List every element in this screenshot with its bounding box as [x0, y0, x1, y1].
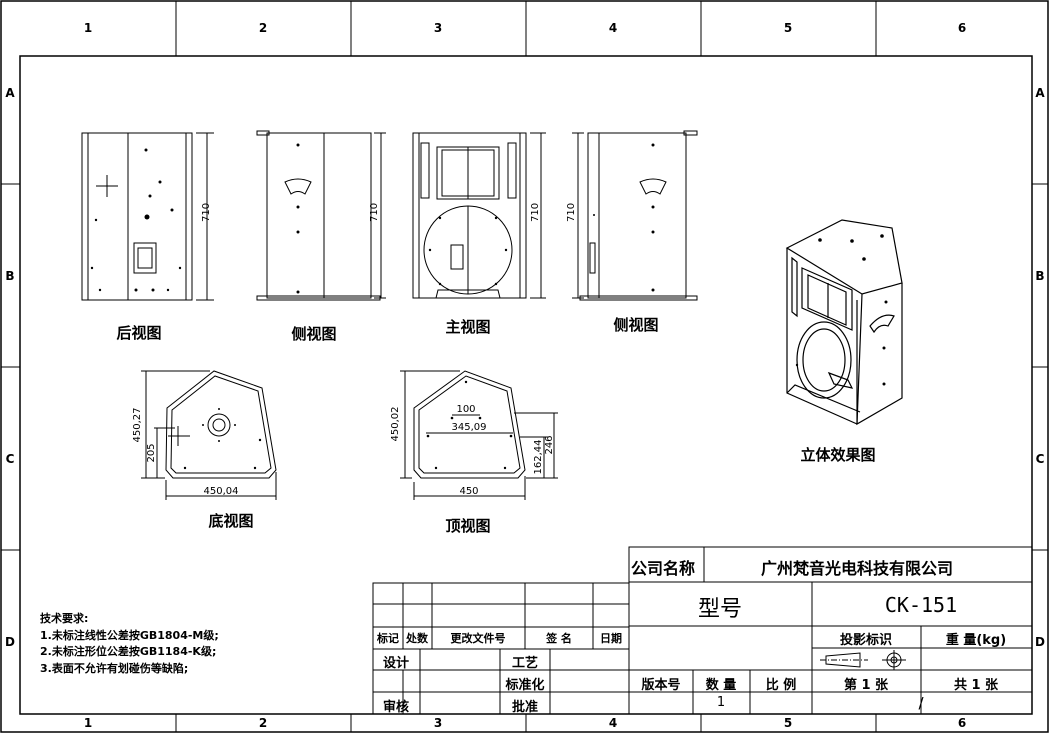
approve-label: 批准 [511, 700, 539, 715]
rear-height-dim: 710 [201, 203, 212, 222]
note-item: 2.未标注形位公差按GB1184-K级; [40, 645, 217, 658]
isometric-view-label: 立体效果图 [800, 446, 876, 464]
grid-col-5-bottom: 5 [783, 716, 793, 730]
review-label: 审核 [382, 700, 410, 715]
bottom-view [141, 370, 277, 500]
grid-col-5-top: 5 [783, 21, 793, 35]
side-left-height-dim: 710 [369, 203, 380, 222]
sheet-number: 第 1 张 [843, 678, 889, 693]
side-view-right-label: 侧视图 [613, 316, 659, 334]
grid-row-b-left: B [5, 269, 15, 283]
grid-col-6-bottom: 6 [957, 716, 967, 730]
grid-row-a-right: A [1035, 86, 1045, 100]
grid-col-6-top: 6 [957, 21, 967, 35]
grid-col-3-top: 3 [433, 21, 443, 35]
note-item: 1.未标注线性公差按GB1804-M级; [40, 628, 219, 642]
grid-col-1-bottom: 1 [83, 716, 93, 730]
grid-col-4-top: 4 [608, 21, 618, 35]
front-height-dim: 710 [530, 203, 541, 222]
title-block-lines [372, 546, 1033, 715]
technical-notes: 技术要求: 1.未标注线性公差按GB1804-M级; 2.未标注形位公差按GB1… [40, 611, 219, 677]
grid-row-d-right: D [1035, 635, 1045, 649]
grid-col-1-top: 1 [83, 21, 93, 35]
company-name: 广州梵音光电科技有限公司 [760, 559, 954, 578]
standardize-label: 标准化 [505, 678, 545, 693]
side-view-left [256, 130, 386, 301]
grid-row-b-right: B [1035, 269, 1045, 283]
top-view-label: 顶视图 [445, 517, 491, 535]
top-span-dim: 345,09 [452, 422, 487, 433]
side-view-left-label: 侧视图 [291, 325, 337, 343]
notes-title: 技术要求: [40, 612, 89, 625]
quantity-value: 1 [716, 695, 726, 710]
top-depth-dim: 450,02 [390, 407, 401, 442]
grid-col-4-bottom: 4 [608, 716, 618, 730]
grid-row-c-left: C [5, 452, 15, 466]
scale-value: / [918, 694, 924, 712]
model-label: 型号 [697, 597, 743, 622]
note-item: 3.表面不允许有划碰伤等缺陷; [40, 661, 189, 675]
isometric-view [785, 219, 903, 426]
projection-symbol-icon [820, 650, 906, 670]
quantity-label: 数 量 [705, 678, 737, 693]
top-view [400, 370, 558, 500]
top-hole-spacing-dim: 100 [456, 404, 475, 415]
bottom-depth-dim: 450,27 [132, 408, 143, 443]
scale-label: 比 例 [765, 678, 797, 693]
top-offset-a-dim: 162,44 [533, 440, 544, 475]
version-label: 版本号 [641, 678, 681, 693]
rev-header-document: 更改文件号 [450, 632, 506, 645]
rev-header-mark: 标记 [377, 632, 399, 645]
bottom-inner-dim: 205 [146, 443, 157, 462]
model-value: CK-151 [884, 593, 958, 617]
rev-header-date: 日期 [600, 632, 622, 645]
side-right-height-dim: 710 [566, 203, 577, 222]
grid-row-a-left: A [5, 86, 15, 100]
sheet-total: 共 1 张 [953, 678, 999, 693]
grid-col-2-top: 2 [258, 21, 268, 35]
grid-col-3-bottom: 3 [433, 716, 443, 730]
grid-col-2-bottom: 2 [258, 716, 268, 730]
front-view [412, 132, 546, 299]
rev-header-signature: 签 名 [546, 632, 572, 645]
side-view-right [572, 130, 698, 301]
grid-row-d-left: D [5, 635, 15, 649]
top-offset-b-dim: 246 [544, 435, 555, 454]
top-width-dim: 450 [459, 486, 478, 497]
rear-view-label: 后视图 [116, 324, 162, 342]
process-label: 工艺 [511, 656, 539, 671]
rev-header-count: 处数 [406, 632, 428, 645]
front-view-label: 主视图 [445, 318, 491, 336]
projection-label: 投影标识 [839, 633, 893, 648]
grid-row-c-right: C [1035, 452, 1045, 466]
bottom-width-dim: 450,04 [204, 486, 239, 497]
rear-view [81, 132, 214, 301]
design-label: 设计 [382, 656, 410, 671]
weight-label: 重 量(kg) [945, 633, 1007, 648]
company-label: 公司名称 [631, 559, 696, 578]
bottom-view-label: 底视图 [208, 512, 254, 530]
